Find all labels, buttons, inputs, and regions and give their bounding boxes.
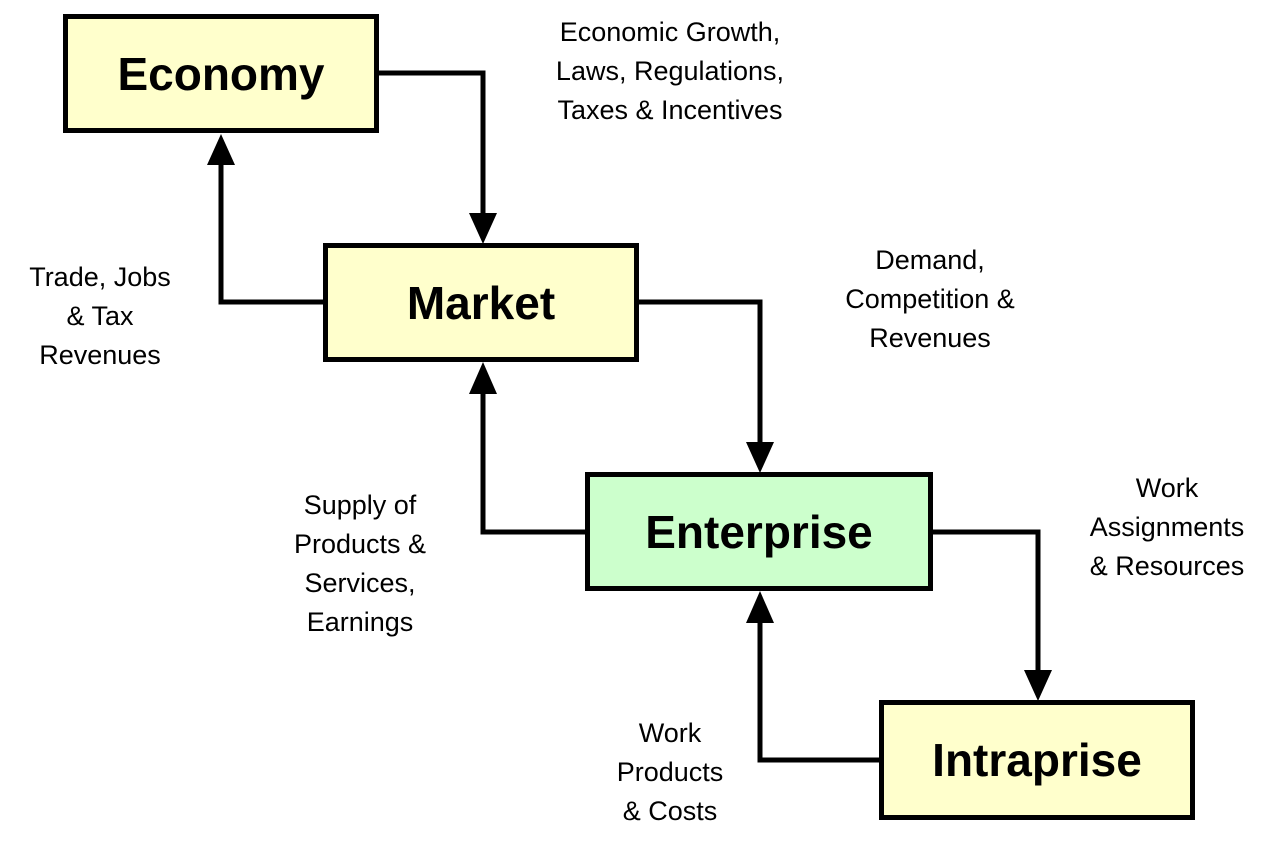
- arrow-enterprise-to-market: [480, 392, 587, 535]
- arrowhead-down-icon: [469, 213, 497, 244]
- flow-text: Taxes & Incentives: [557, 95, 783, 125]
- flow-text: Laws, Regulations,: [555, 56, 785, 86]
- market-label: Market: [406, 276, 556, 329]
- arrow-market-to-enterprise: [637, 299, 763, 444]
- intraprise-label: Intraprise: [932, 734, 1142, 786]
- flow-label-market-to-enterprise: Demand, Competition & Revenues: [810, 241, 1050, 358]
- flow-label-economy-to-market: Economic Growth, Laws, Regulations, Taxe…: [520, 13, 820, 130]
- flow-text: Products &: [293, 529, 427, 559]
- flow-text: Demand,: [875, 245, 985, 275]
- flow-label-enterprise-to-intraprise: Work Assignments & Resources: [1067, 469, 1267, 586]
- flow-text: & Tax: [66, 301, 134, 331]
- economy-label: Economy: [117, 47, 325, 100]
- flow-label-intraprise-to-enterprise: Work Products & Costs: [590, 714, 750, 831]
- arrow-enterprise-to-intraprise: [931, 529, 1041, 672]
- arrow-market-to-economy: [218, 163, 325, 305]
- intraprise-box: Intraprise: [879, 700, 1195, 820]
- flow-label-enterprise-to-market: Supply of Products & Services, Earnings: [260, 486, 460, 642]
- flow-text: & Costs: [622, 796, 718, 826]
- enterprise-box: Enterprise: [585, 472, 933, 591]
- flow-text: & Resources: [1089, 551, 1245, 581]
- flow-text: Assignments: [1089, 512, 1245, 542]
- flow-text: Revenues: [869, 323, 991, 353]
- flow-text: Economic Growth,: [559, 17, 781, 47]
- flow-text: Revenues: [39, 340, 161, 370]
- enterprise-label: Enterprise: [645, 505, 873, 558]
- flow-label-market-to-economy: Trade, Jobs & Tax Revenues: [0, 258, 200, 375]
- arrowhead-down-icon: [1024, 670, 1052, 701]
- flow-text: Trade, Jobs: [29, 262, 171, 292]
- arrow-intraprise-to-enterprise: [757, 621, 881, 763]
- flow-text: Supply of: [303, 490, 417, 520]
- flow-text: Work: [1135, 473, 1199, 503]
- arrowhead-down-icon: [746, 442, 774, 473]
- arrowhead-up-icon: [469, 362, 497, 394]
- flow-text: Earnings: [306, 607, 414, 637]
- economy-box: Economy: [63, 14, 379, 133]
- flow-text: Competition &: [845, 284, 1015, 314]
- flow-text: Work: [638, 718, 702, 748]
- arrowhead-up-icon: [207, 134, 235, 165]
- market-box: Market: [323, 243, 639, 362]
- flow-text: Products: [616, 757, 724, 787]
- arrow-economy-to-market: [377, 70, 486, 215]
- arrowhead-up-icon: [746, 591, 774, 623]
- flow-text: Services,: [304, 568, 416, 598]
